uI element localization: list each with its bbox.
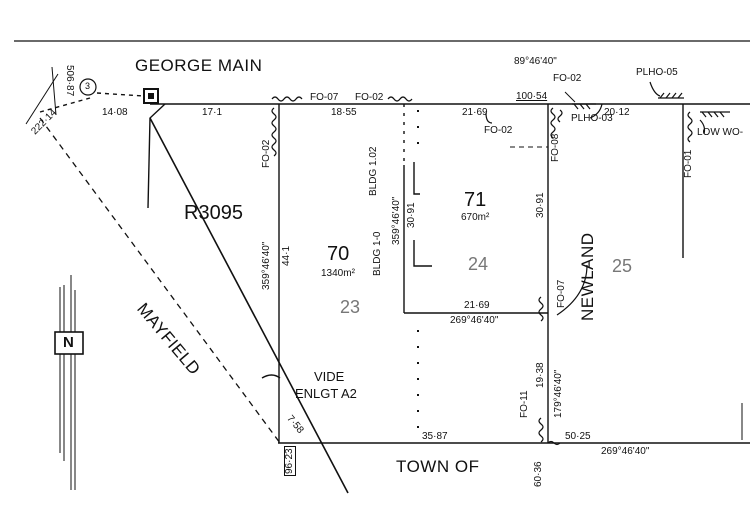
bearing-west: 359°46'40" <box>261 241 272 290</box>
dist-2169-top: 21·69 <box>462 107 488 118</box>
dist-10054: 100·54 <box>516 91 548 102</box>
road-george-main: GEORGE MAIN <box>135 56 263 75</box>
lot71-sub: 24 <box>468 254 489 274</box>
vide-line1: VIDE <box>314 369 345 384</box>
low-wo-leader <box>699 119 706 135</box>
fence-fo01 <box>687 111 693 143</box>
bearing-east: 179°46'40" <box>553 369 564 418</box>
fence-fo02-top <box>387 96 413 102</box>
dist-441: 44·1 <box>281 245 292 266</box>
ref-circle <box>79 78 97 96</box>
dist-50687: 506·87 <box>64 65 75 97</box>
fence-bottom <box>547 440 561 446</box>
bldg-10-label: BLDG 1-0 <box>372 231 383 276</box>
dist-1408: 14·08 <box>102 107 128 118</box>
bearing-top: 89°46'40" <box>514 56 557 67</box>
tie-line-2 <box>51 66 57 116</box>
bearing-mid: 269°46'40" <box>450 315 499 326</box>
dist-3091-inner: 30·91 <box>406 202 417 228</box>
lot71-number: 71 <box>464 189 487 211</box>
north-label: N <box>63 334 74 351</box>
survey-tie-dashed-2 <box>39 97 91 113</box>
dist-3091-east: 30·91 <box>535 192 546 218</box>
dist-2169-mid: 21·69 <box>464 300 490 311</box>
fence-fo08 <box>550 107 556 139</box>
dist-171: 17·1 <box>202 107 223 118</box>
bldg-hatch-upper <box>413 162 420 195</box>
fence-label-fo07-east: FO-07 <box>556 279 567 308</box>
bldg-dashed-top-arrow <box>564 91 576 103</box>
lot25-number: 25 <box>612 256 633 276</box>
fence-label-fo02-under: FO-02 <box>484 125 513 136</box>
road-town-of: TOWN OF <box>396 457 480 476</box>
bearing-lot71: 359°46'40" <box>391 196 402 245</box>
lot70-number: 70 <box>327 243 350 265</box>
survey-mark-box <box>143 88 159 104</box>
corner-splay <box>147 103 166 209</box>
plho05-label: PLHO-05 <box>636 67 678 78</box>
dist-2012: 20·12 <box>604 107 630 118</box>
fence-label-fo07-top: FO-07 <box>310 92 339 103</box>
fence-fo07-east <box>538 296 544 322</box>
fo02-leader <box>485 112 493 124</box>
lot71-area: 670m² <box>461 212 490 223</box>
bldg-hatch-lower <box>413 240 432 267</box>
road-newland: NEWLAND <box>578 232 597 321</box>
fence-label-fo02-top: FO-02 <box>355 92 384 103</box>
fence-fo11 <box>538 417 544 443</box>
fence-tick-a <box>557 109 563 123</box>
mayfield-road-edge <box>149 117 349 494</box>
fence-label-fo01: FO-01 <box>683 149 694 178</box>
dist-3587: 35·87 <box>422 431 448 442</box>
fence-fo02-west <box>271 107 277 157</box>
bearing-bottom: 269°46'40" <box>601 446 650 457</box>
bldg-102-label: BLDG 1.02 <box>368 146 379 196</box>
survey-tie-dashed <box>96 92 145 97</box>
ref-circle-label: 3 <box>85 81 91 91</box>
tie-line <box>25 73 59 125</box>
mayfield-dashed-traverse <box>39 117 281 444</box>
vide-arc <box>261 374 281 379</box>
dist-1855: 18·55 <box>331 107 357 118</box>
lot70-area: 1340m² <box>321 268 355 279</box>
fence-label-fo02-upper: FO-02 <box>553 73 582 84</box>
low-wo-label: LOW WO- <box>697 127 744 138</box>
plho05-leader <box>649 81 661 97</box>
fence-fo07-top <box>271 96 303 102</box>
plho03-label: PLHO-03 <box>571 113 613 124</box>
dist-1938: 19·38 <box>535 362 546 388</box>
dist-6036: 60·36 <box>533 461 544 487</box>
plho03-leader <box>589 103 603 119</box>
fence-label-fo11: FO-11 <box>519 390 530 418</box>
fence-label-fo08: FO-08 <box>550 133 561 162</box>
fence-label-fo02-west: FO-02 <box>261 139 272 168</box>
north-arrow-box <box>54 331 84 355</box>
vide-line2: ENLGT A2 <box>295 386 357 401</box>
dist-5025: 50·25 <box>565 431 591 442</box>
dist-9623: 96·23 <box>284 446 296 476</box>
reserve-label: R3095 <box>184 202 243 224</box>
vide-leader <box>556 264 588 316</box>
lot70-sub: 23 <box>340 297 361 317</box>
